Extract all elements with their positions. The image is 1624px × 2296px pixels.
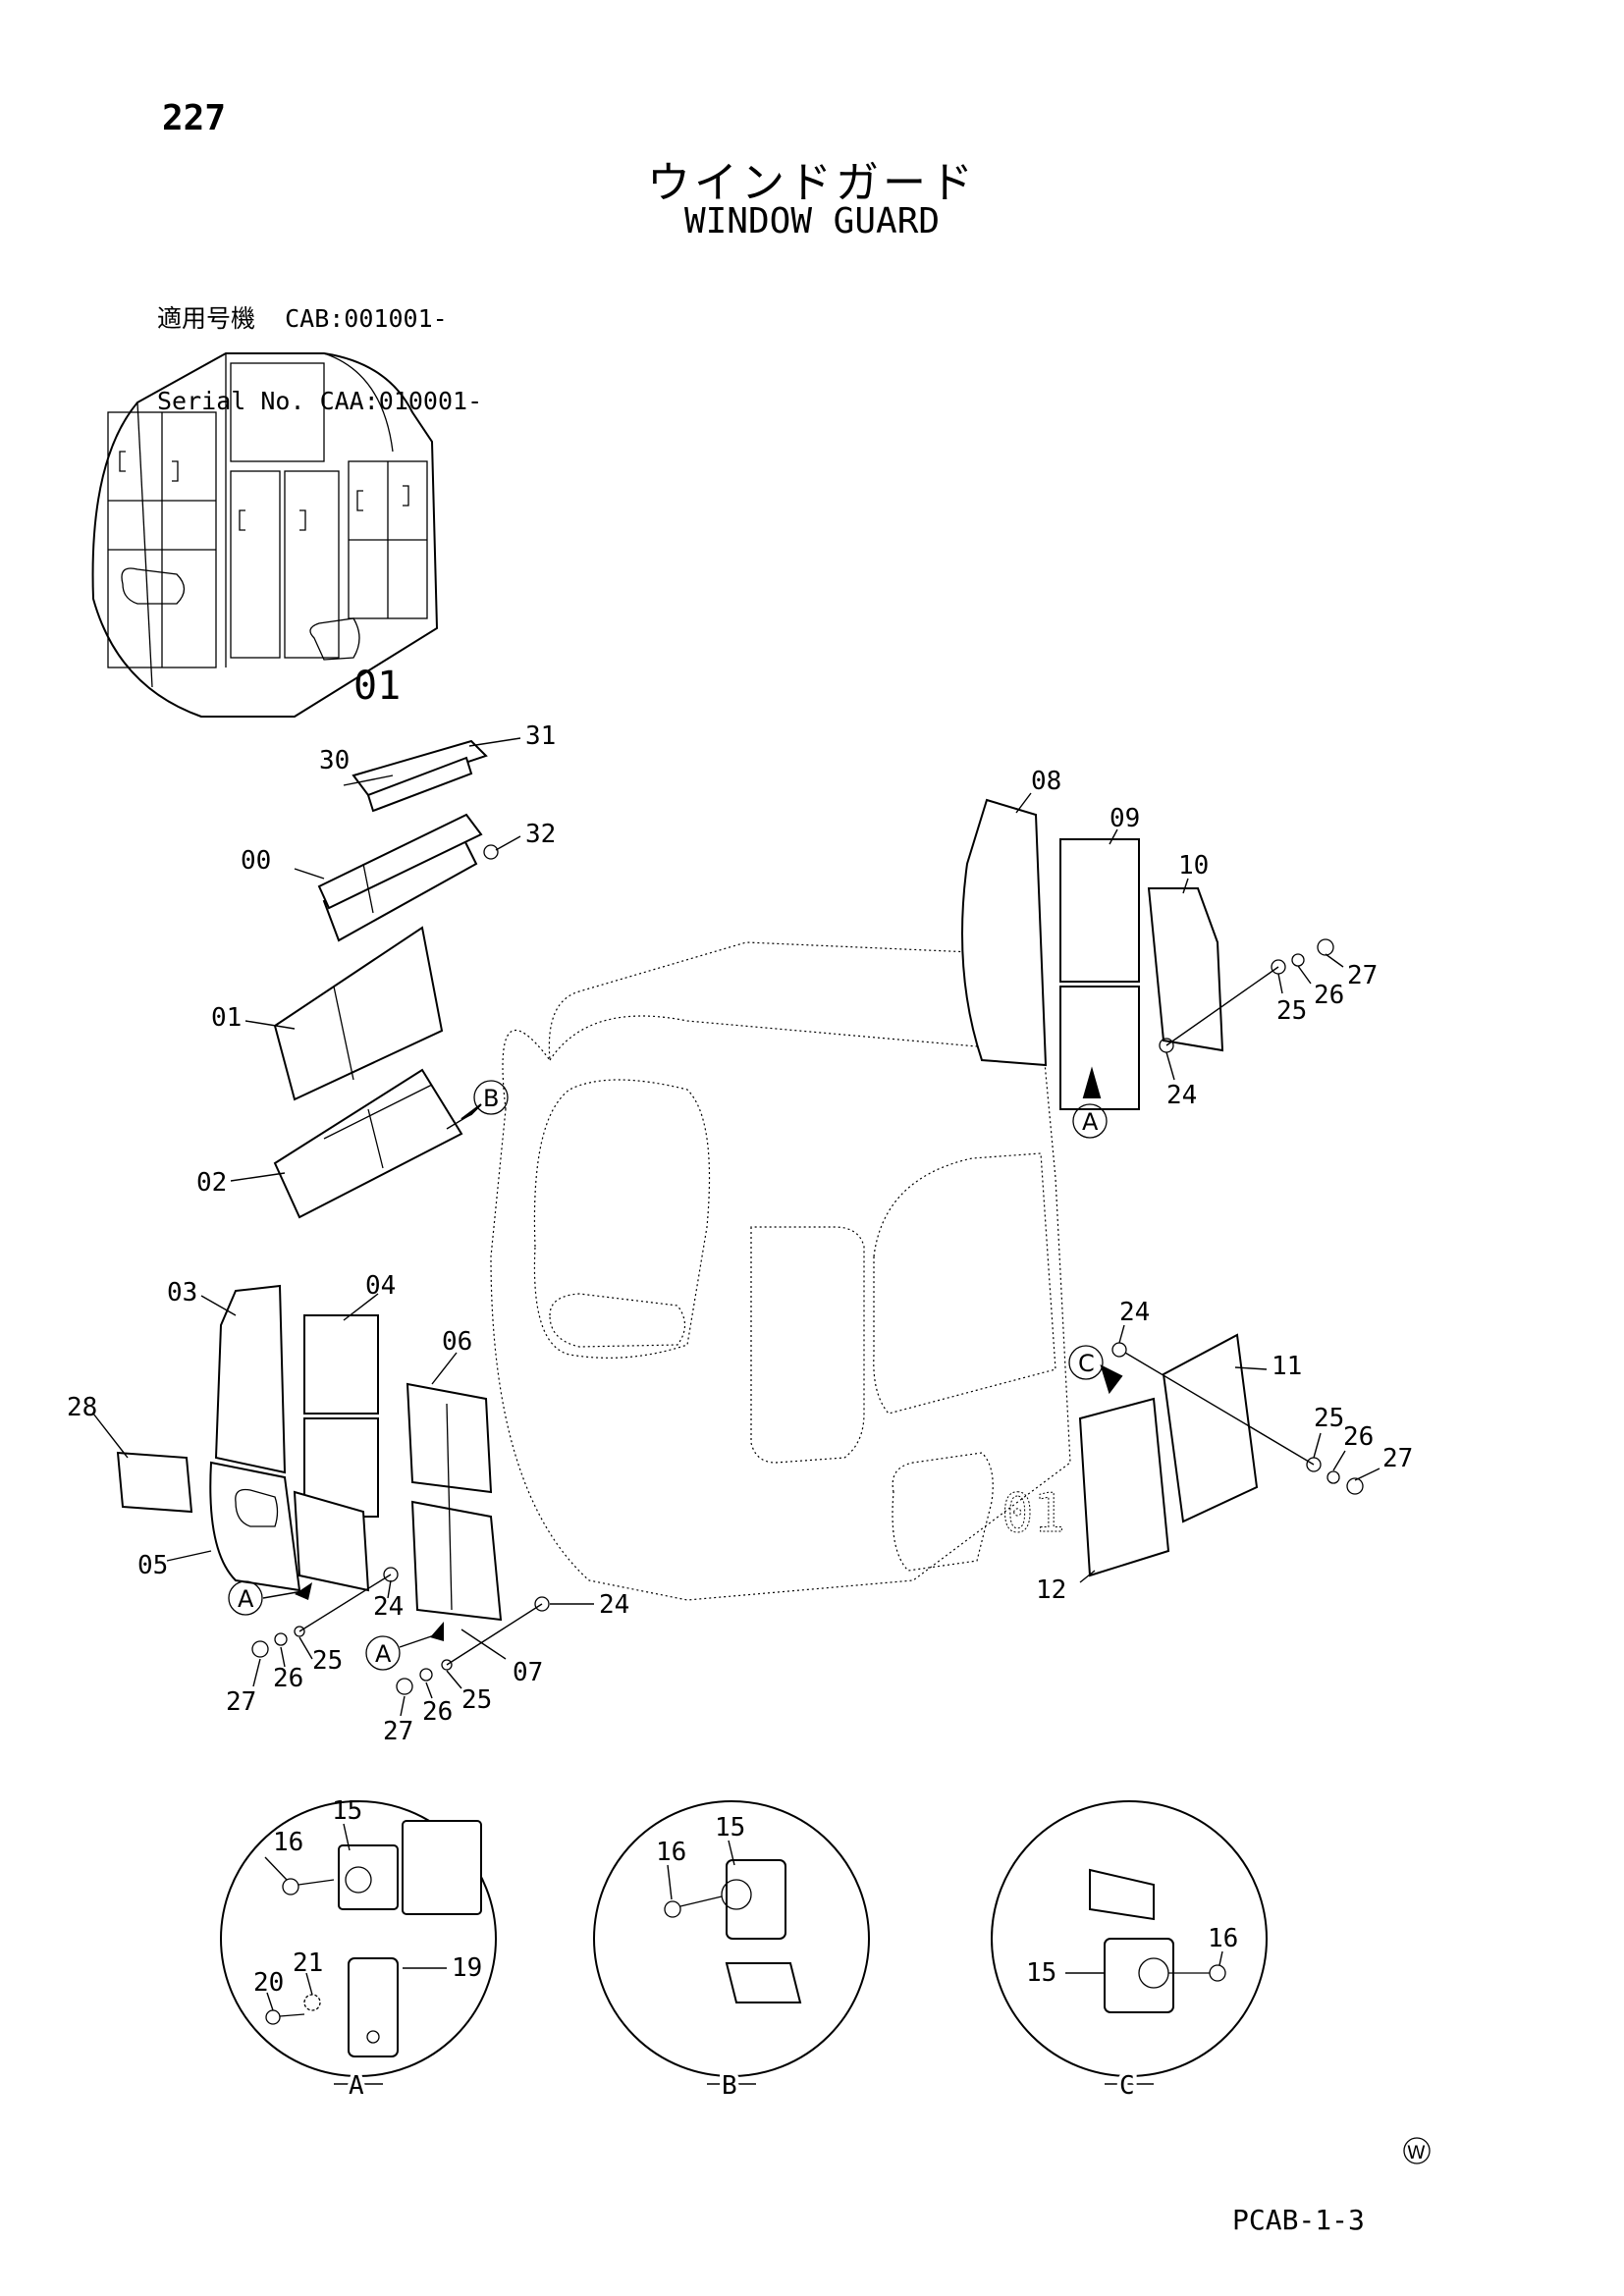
overview-cab-illustration: 01 [91,352,439,718]
label-part-27-door-b: 27 [383,1717,413,1746]
label-part-26-door-a: 26 [273,1664,303,1693]
detail-label-c: C [1119,2071,1135,2101]
label-part-25-side: 25 [1314,1404,1344,1433]
label-part-24-side: 24 [1119,1298,1150,1327]
left-fastener-hardware [251,1567,594,1717]
page-number: 227 [162,98,227,138]
serial-applicability: 適用号機 CAB:001001- Serial No. CAA:010001- [157,250,482,443]
label-part-27-side: 27 [1382,1444,1413,1473]
svg-text:01: 01 [1001,1482,1065,1544]
label-part-16-c: 16 [1208,1924,1238,1953]
label-part-21-a: 21 [293,1949,323,1978]
label-part-02: 02 [196,1168,227,1198]
panel-02 [230,1068,482,1219]
rear-window-panels [961,792,1344,1110]
label-part-24-door-a: 24 [373,1592,404,1622]
label-part-15-c: 15 [1026,1958,1056,1988]
label-part-28: 28 [67,1393,97,1422]
label-part-27-rear: 27 [1347,961,1378,990]
detail-reference-markers [228,1080,1108,1671]
ref-c-marker: C [1078,1350,1095,1377]
circled-w-mark: W [1403,2137,1431,2164]
label-part-11: 11 [1272,1352,1302,1381]
label-part-05: 05 [137,1551,168,1580]
title-english: WINDOW GUARD [683,201,941,241]
main-cab-outline: 01 [490,941,1071,1601]
title-japanese: ウインドガード [647,158,977,208]
ref-b-marker: B [483,1085,499,1112]
page-code: PCAB-1-3 [1232,2204,1365,2236]
ref-a-marker-rear: A [1082,1108,1099,1136]
label-part-32: 32 [525,820,556,849]
label-part-25-rear: 25 [1276,996,1307,1026]
detail-label-b: B [722,2071,737,2101]
label-part-20-a: 20 [253,1968,284,1998]
label-part-15-a: 15 [332,1796,362,1826]
label-part-31: 31 [525,721,556,751]
label-part-25-door-a: 25 [312,1646,343,1676]
label-part-16-b: 16 [656,1838,686,1867]
label-part-19-a: 19 [452,1953,482,1983]
label-part-07: 07 [513,1658,543,1687]
label-part-24-door-b: 24 [599,1590,629,1620]
label-part-15-b: 15 [715,1813,745,1842]
serial-line-cab: 適用号機 CAB:001001- [157,304,448,333]
label-part-08: 08 [1031,767,1061,796]
label-part-09: 09 [1110,804,1140,833]
label-part-16-a: 16 [273,1828,303,1857]
part-labels: 30 31 32 00 01 02 03 04 05 06 07 08 09 1… [67,721,1413,1998]
label-part-03: 03 [167,1278,197,1308]
label-part-12: 12 [1036,1575,1066,1605]
label-part-10: 10 [1178,851,1209,881]
panel-01 [244,926,444,1101]
label-part-27-door-a: 27 [226,1687,256,1717]
label-part-30: 30 [319,746,350,775]
label-part-06: 06 [442,1327,472,1357]
detail-label-a: A [349,2071,364,2101]
svg-text:01: 01 [353,664,401,709]
label-part-26-door-b: 26 [422,1697,453,1727]
label-part-04: 04 [365,1271,396,1301]
ref-a-marker-door-1: A [238,1585,254,1613]
side-window-panels [1078,1324,1380,1583]
roof-guard-group [294,737,521,942]
left-door-panels [92,1284,507,1660]
detail-view-c [991,1800,1268,2077]
label-part-26-side: 26 [1343,1422,1374,1452]
mark-w: W [1407,2142,1426,2163]
ref-a-marker-door-2: A [375,1640,392,1668]
detail-view-a [220,1800,497,2077]
label-part-24-rear: 24 [1166,1081,1197,1110]
detail-view-b [593,1800,870,2077]
label-part-00: 00 [241,846,271,876]
label-part-26-rear: 26 [1314,981,1344,1010]
label-part-01: 01 [211,1003,242,1033]
label-part-25-door-b: 25 [461,1685,492,1715]
